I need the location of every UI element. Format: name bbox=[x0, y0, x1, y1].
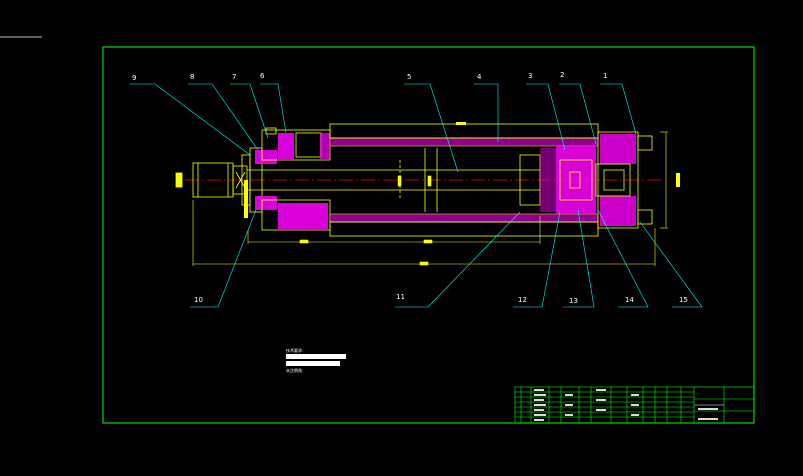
part-number-6: 6 bbox=[260, 72, 265, 80]
part-number-1: 1 bbox=[603, 72, 607, 80]
part-number-11: 11 bbox=[396, 293, 405, 301]
drawing-frame bbox=[102, 46, 755, 424]
notes-footer: 未注倒角: bbox=[286, 367, 303, 373]
cylinder-assembly bbox=[175, 122, 680, 266]
title-block bbox=[514, 386, 755, 424]
piston-section bbox=[519, 146, 596, 214]
gland-section bbox=[241, 127, 331, 231]
part-number-15: 15 bbox=[679, 296, 688, 304]
note-line-2 bbox=[286, 361, 340, 366]
part-number-14: 14 bbox=[625, 296, 634, 304]
part-number-3: 3 bbox=[528, 72, 532, 80]
dimension-lines bbox=[192, 131, 668, 266]
part-number-5: 5 bbox=[407, 73, 411, 81]
part-number-12: 12 bbox=[518, 296, 527, 304]
notes-heading: 技术要求: bbox=[286, 347, 303, 353]
rod-end-fitting bbox=[175, 162, 248, 198]
part-number-2: 2 bbox=[560, 71, 564, 79]
part-callouts: 9 8 7 6 5 4 3 2 1 10 11 12 13 14 15 bbox=[132, 71, 688, 305]
part-number-4: 4 bbox=[477, 73, 482, 81]
part-number-13: 13 bbox=[569, 297, 578, 305]
technical-notes: 技术要求: 未注倒角: bbox=[286, 347, 346, 373]
leader-lines bbox=[130, 83, 703, 308]
part-number-10: 10 bbox=[194, 296, 203, 304]
cylinder-barrel bbox=[329, 122, 599, 237]
part-number-7: 7 bbox=[232, 73, 236, 81]
part-number-8: 8 bbox=[190, 73, 194, 81]
end-cap-section bbox=[595, 131, 680, 229]
title-block-entries bbox=[534, 389, 718, 421]
note-line-1 bbox=[286, 354, 346, 359]
part-number-9: 9 bbox=[132, 74, 136, 82]
